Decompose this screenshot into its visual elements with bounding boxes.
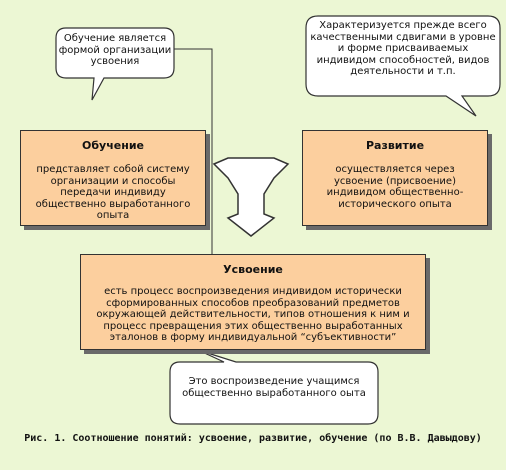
figure-caption: Рис. 1. Соотношение понятий: усвоение, р…: [24, 433, 482, 444]
box-assimilation-title: Усвоение: [223, 263, 283, 276]
bubble-top-right-shape: [305, 15, 501, 117]
bubble-top-left-shape: [55, 27, 175, 101]
triple-arrow-icon: [212, 157, 290, 237]
box-development-title: Развитие: [365, 139, 425, 152]
connector-line: [174, 48, 213, 270]
box-development: Развитие осуществляется через усвоение (…: [302, 130, 488, 226]
bubble-top-right-text: Характеризуется прежде всего качественны…: [310, 20, 496, 77]
bubble-bottom-shape: [169, 349, 379, 425]
box-learning-body: представляет собой систему организации и…: [35, 164, 191, 221]
box-assimilation-body: есть процесс воспроизведения индивидом и…: [96, 286, 410, 343]
bubble-top-left-text: Обучение является формой организации усв…: [58, 33, 172, 67]
box-assimilation: Усвоение есть процесс воспроизведения ин…: [80, 254, 426, 350]
box-learning-title: Обучение: [82, 139, 144, 152]
box-learning: Обучение представляет собой систему орга…: [20, 130, 206, 226]
bubble-bottom-text: Это воспроизведение учащимся общественно…: [182, 376, 366, 399]
box-development-body: осуществляется через усвоение (присвоени…: [326, 164, 464, 210]
